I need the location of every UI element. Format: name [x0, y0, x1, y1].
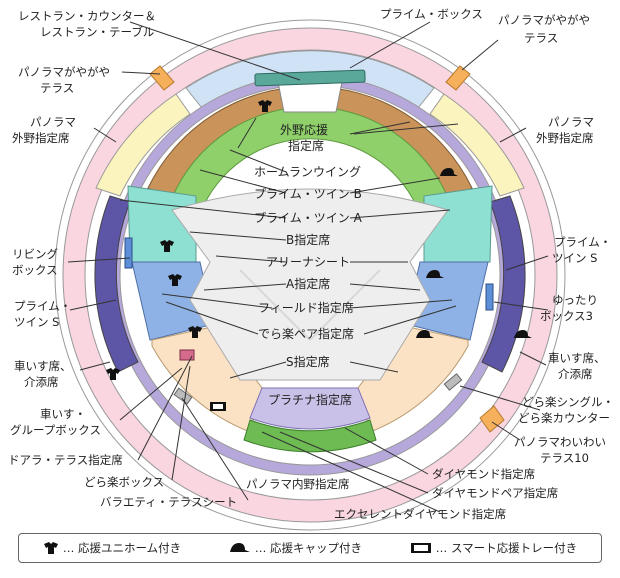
panorama-outfield-right-area[interactable]	[429, 93, 525, 197]
prime-twin-s-left-band[interactable]	[94, 195, 139, 373]
outfield-ouen-label-1: 外野応援	[280, 123, 328, 137]
wheelchair-group-label-1: 車いす・	[40, 407, 86, 421]
panorama-yagaya-left-label-2: テラス	[40, 81, 74, 95]
panorama-yagaya-terrace-left-area[interactable]	[149, 65, 175, 91]
doara-terrace-marker[interactable]	[179, 349, 195, 361]
doraraku-box-label: どら楽ボックス	[84, 475, 164, 489]
cap-icon	[416, 330, 434, 338]
living-box-label-2: ボックス	[12, 263, 58, 277]
yuttari-box-label-2: ボックス3	[540, 309, 593, 323]
cap-icon	[514, 330, 532, 338]
legend-uniform: … 応援ユニホーム付き	[43, 540, 181, 556]
restaurant-label-2: レストラン・テーブル	[40, 25, 154, 39]
prime-twin-s-left-label-1: プライム・	[14, 299, 71, 313]
wheelchair-left-label-2: 介添席	[24, 375, 59, 389]
foul-line-left	[239, 269, 311, 341]
diamond-pair-label: ダイヤモンドペア指定席	[432, 486, 558, 500]
tray-icon	[410, 543, 431, 553]
panorama-outfield-left-label-2: 外野指定席	[12, 131, 70, 145]
cap-icon	[440, 168, 458, 176]
legend-cap-text: … 応援キャップ付き	[254, 541, 363, 555]
panorama-waiwai-label-1: パノラマわいわい	[514, 435, 606, 449]
panorama-waiwai-terrace-area[interactable]	[479, 405, 505, 433]
uniform-icon	[106, 368, 120, 380]
field-seat-label: フィールド指定席	[258, 300, 354, 315]
legend-tray-text: … スマート応援トレー付き	[435, 541, 578, 555]
doara-terrace-label: ドアラ・テラス指定席	[8, 453, 123, 467]
wheelchair-right-label-2: 介添席	[558, 367, 593, 381]
legend-tray: … スマート応援トレー付き	[410, 540, 577, 556]
panorama-yagaya-left-label-1: パノラマがやがや	[18, 65, 110, 79]
outfield-ouen-label-2: 指定席	[288, 138, 324, 153]
panorama-outfield-left-label-1: パノラマ	[30, 115, 76, 129]
legend-uniform-text: … 応援ユニホーム付き	[62, 541, 182, 555]
prime-twin-b-label: プライム・ツイン B	[254, 187, 362, 201]
panorama-outfield-right-label-1: パノラマ	[548, 115, 594, 129]
cap-icon	[229, 543, 250, 552]
legend-cap: … 応援キャップ付き	[229, 540, 362, 556]
uniform-icon	[258, 100, 272, 112]
doraraku-single-label-1: どら楽シングル・	[522, 395, 614, 409]
prime-twin-s-right-label-1: プライム・	[554, 235, 611, 249]
excellent-diamond-area[interactable]	[243, 419, 377, 453]
legend: … 応援ユニホーム付き … 応援キャップ付き … スマート応援トレー付き	[18, 533, 602, 563]
doraraku-single-label-2: どら楽カウンター	[518, 411, 610, 425]
variety-terrace-label: バラエティ・テラスシート	[100, 495, 237, 509]
panorama-yagaya-right-label-1: パノラマがやがや	[498, 13, 590, 27]
excellent-diamond-label: エクセレントダイヤモンド指定席	[334, 507, 506, 521]
field	[171, 188, 449, 381]
uniform-icon	[160, 240, 174, 252]
panorama-outfield-right-label-2: 外野指定席	[536, 131, 594, 145]
b-seat-label: B指定席	[286, 232, 330, 247]
foul-line-right	[309, 269, 381, 341]
platinum-seat-label: プラチナ指定席	[268, 392, 352, 407]
backscreen	[277, 81, 343, 113]
doraraku-single-marker[interactable]	[443, 373, 463, 391]
deraraku-pair-label: でら楽ペア指定席	[258, 326, 354, 341]
yuttari-box-marker[interactable]	[485, 283, 494, 311]
wheelchair-left-label-1: 車いす席、	[14, 359, 72, 373]
panorama-outfield-left-area[interactable]	[95, 93, 191, 197]
uniform-icon	[168, 274, 182, 286]
wheelchair-group-label-2: グループボックス	[10, 423, 101, 437]
arena-seat-label: アリーナシート	[266, 255, 350, 269]
restaurant-label-1: レストラン・カウンター＆	[18, 9, 156, 23]
prime-box-label: プライム・ボックス	[380, 7, 483, 21]
a-seat-label: A指定席	[286, 276, 330, 291]
tray-icon	[210, 402, 226, 411]
leader-lines	[67, 21, 549, 513]
s-seat-label: S指定席	[286, 354, 330, 369]
home-run-wing-label: ホームランウイング	[254, 165, 361, 179]
prime-twin-s-right-label-2: ツイン S	[552, 251, 597, 265]
panorama-waiwai-label-2: テラス10	[540, 451, 589, 465]
prime-twin-s-right-band[interactable]	[481, 195, 526, 373]
living-box-marker[interactable]	[124, 237, 133, 269]
uniform-icon	[43, 542, 58, 554]
prime-twin-a-label: プライム・ツイン A	[254, 211, 363, 225]
cap-icon	[426, 270, 444, 278]
platinum-seat-area[interactable]	[249, 387, 371, 430]
panorama-yagaya-right-label-2: テラス	[524, 31, 558, 45]
living-box-label-1: リビング	[12, 247, 58, 261]
uniform-icon	[188, 326, 202, 338]
diamond-label: ダイヤモンド指定席	[432, 467, 535, 481]
yuttari-box-label-1: ゆったり	[552, 293, 598, 307]
panorama-infield-label: パノラマ内野指定席	[246, 477, 350, 491]
wheelchair-right-label-1: 車いす席、	[548, 351, 606, 365]
prime-twin-s-left-label-2: ツイン S	[14, 315, 59, 329]
